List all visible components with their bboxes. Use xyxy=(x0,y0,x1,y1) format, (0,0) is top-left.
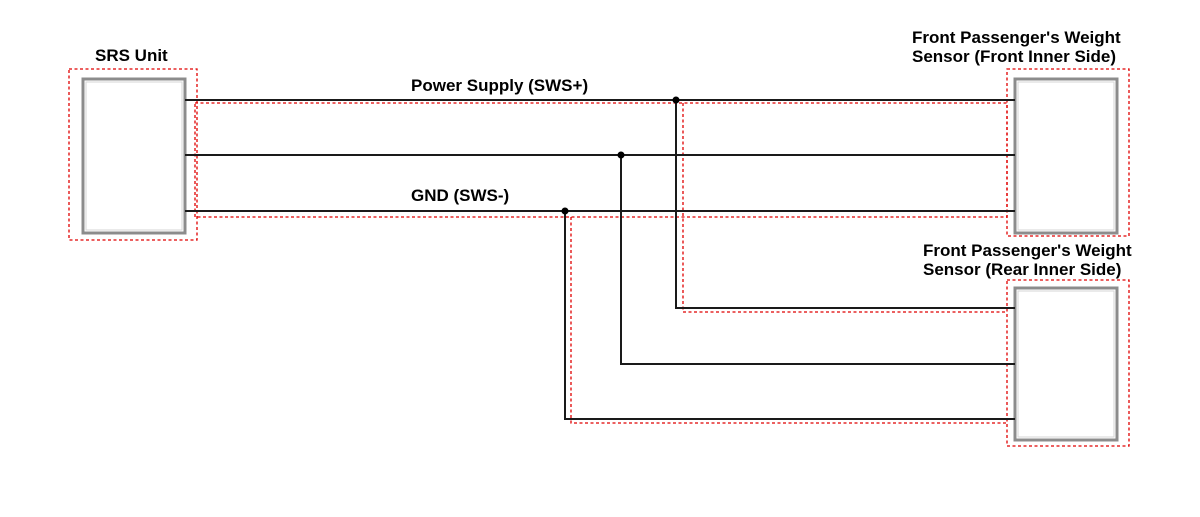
front-sensor-label-line2: Sensor (Front Inner Side) xyxy=(912,47,1117,66)
gnd-branch-wire xyxy=(564,211,1015,420)
front-sensor-label: Front Passenger's Weight Sensor (Front I… xyxy=(912,28,1121,66)
rear-sensor-label-line1: Front Passenger's Weight xyxy=(923,241,1132,260)
rear-sensor-label: Front Passenger's Weight Sensor (Rear In… xyxy=(923,241,1132,279)
front-sensor-harness-outline xyxy=(1006,68,1130,237)
power-splice-node xyxy=(672,96,680,104)
srs-unit-box xyxy=(81,77,187,235)
power-supply-label: Power Supply (SWS+) xyxy=(411,76,589,95)
gnd-splice-node xyxy=(561,207,569,215)
splice-points xyxy=(561,96,680,215)
rear-sensor-harness-outline xyxy=(1006,279,1130,447)
rear-sensor-label-line2: Sensor (Rear Inner Side) xyxy=(923,260,1122,279)
srs-unit-harness-outline xyxy=(68,68,198,241)
front-sensor-box xyxy=(1013,77,1119,235)
gnd-label: GND (SWS-) xyxy=(411,186,510,205)
harness-outlines xyxy=(68,68,1130,447)
middle-branch-wire xyxy=(620,155,1015,365)
front-sensor-label-line1: Front Passenger's Weight xyxy=(912,28,1121,47)
power-branch-harness-outline xyxy=(682,103,1007,313)
srs-unit-label: SRS Unit xyxy=(95,46,168,65)
middle-splice-node xyxy=(617,151,625,159)
wires xyxy=(185,99,1015,420)
rear-sensor-box xyxy=(1013,286,1119,442)
power-supply-branch-wire xyxy=(675,100,1015,309)
gnd-branch-harness-outline xyxy=(570,217,1007,424)
main-harness-outline xyxy=(194,102,1008,218)
